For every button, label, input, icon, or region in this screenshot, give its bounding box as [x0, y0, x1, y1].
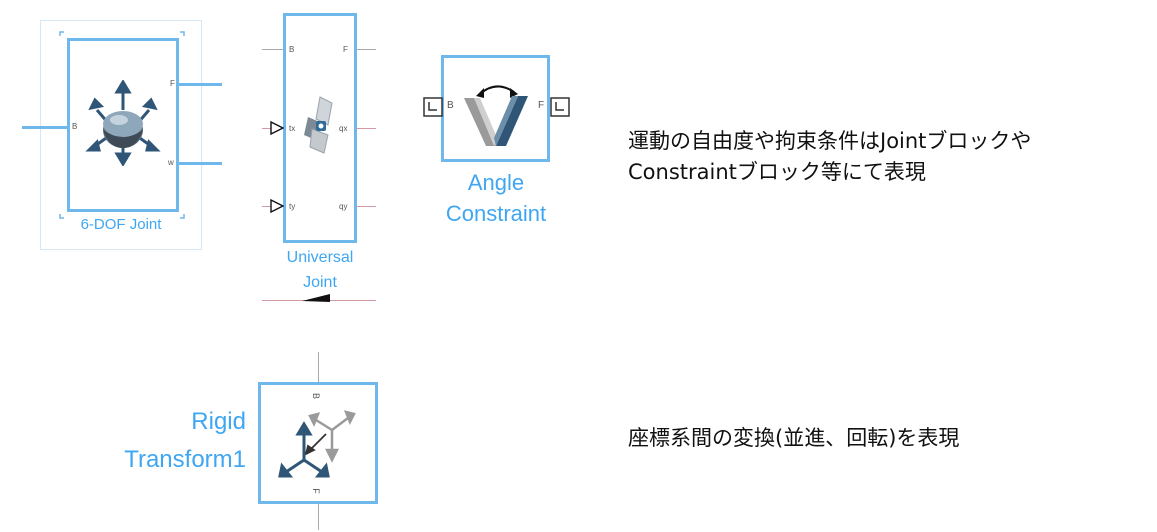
joint-description-line1: 運動の自由度や拘束条件はJointブロックや: [628, 129, 1032, 153]
rigid-follower-connection-line[interactable]: [318, 502, 319, 530]
angle-follower-frame-port-icon[interactable]: [550, 97, 570, 117]
angle-constraint-label-line2: Constraint: [445, 201, 547, 226]
six-dof-port-w-label: w: [168, 158, 174, 167]
universal-port-f-label: F: [343, 45, 348, 54]
universal-base-line[interactable]: [262, 49, 284, 50]
rigid-base-connection-line[interactable]: [318, 352, 319, 384]
universal-port-b-label: B: [289, 45, 295, 54]
universal-tx-input-arrow-icon[interactable]: [270, 121, 284, 135]
universal-joint-icon: [304, 96, 333, 154]
six-dof-joint-corner-marks: [59, 31, 185, 219]
angle-constraint-block[interactable]: [441, 55, 550, 162]
angle-port-f-label: F: [538, 100, 545, 111]
rigid-port-b-label: B: [311, 392, 322, 400]
angle-base-frame-port-icon[interactable]: [423, 97, 443, 117]
six-dof-port-f-label: F: [170, 79, 175, 88]
six-dof-port-b-label: B: [72, 122, 78, 131]
six-dof-follower-connection-line[interactable]: [178, 83, 222, 86]
universal-port-qy-label: qy: [339, 202, 348, 211]
six-dof-base-connection-line[interactable]: [22, 126, 68, 129]
six-dof-w-connection-line[interactable]: [178, 162, 222, 165]
six-dof-joint-label: 6-DOF Joint: [80, 216, 162, 233]
partial-block-icon: [302, 294, 330, 302]
universal-follower-line[interactable]: [356, 49, 376, 50]
universal-joint-label-line1: Universal: [286, 249, 354, 266]
transform-description: 座標系間の変換(並進、回転)を表現: [628, 426, 960, 450]
six-dof-joint-selection-frame: [40, 20, 202, 250]
angle-constraint-icon: [464, 85, 528, 146]
universal-ty-input-arrow-icon[interactable]: [270, 199, 284, 213]
universal-port-qx-label: qx: [339, 124, 348, 133]
joint-description-line2: Constraintブロック等にて表現: [628, 160, 926, 184]
rigid-transform-label-line1: Rigid: [191, 408, 246, 435]
rigid-port-f-label: F: [310, 488, 321, 494]
universal-qy-signal-line[interactable]: [356, 206, 376, 207]
universal-port-tx-label: tx: [289, 124, 296, 133]
angle-port-b-label: B: [447, 100, 454, 111]
rigid-transform-icon: [278, 410, 356, 478]
universal-port-ty-label: ty: [289, 202, 296, 211]
universal-joint-label-line2: Joint: [303, 274, 337, 291]
angle-constraint-label-line1: Angle: [467, 170, 525, 195]
rigid-transform-label-line2: Transform1: [124, 446, 246, 473]
six-dof-joint-icon: [85, 80, 161, 166]
universal-qx-signal-line[interactable]: [356, 128, 376, 129]
